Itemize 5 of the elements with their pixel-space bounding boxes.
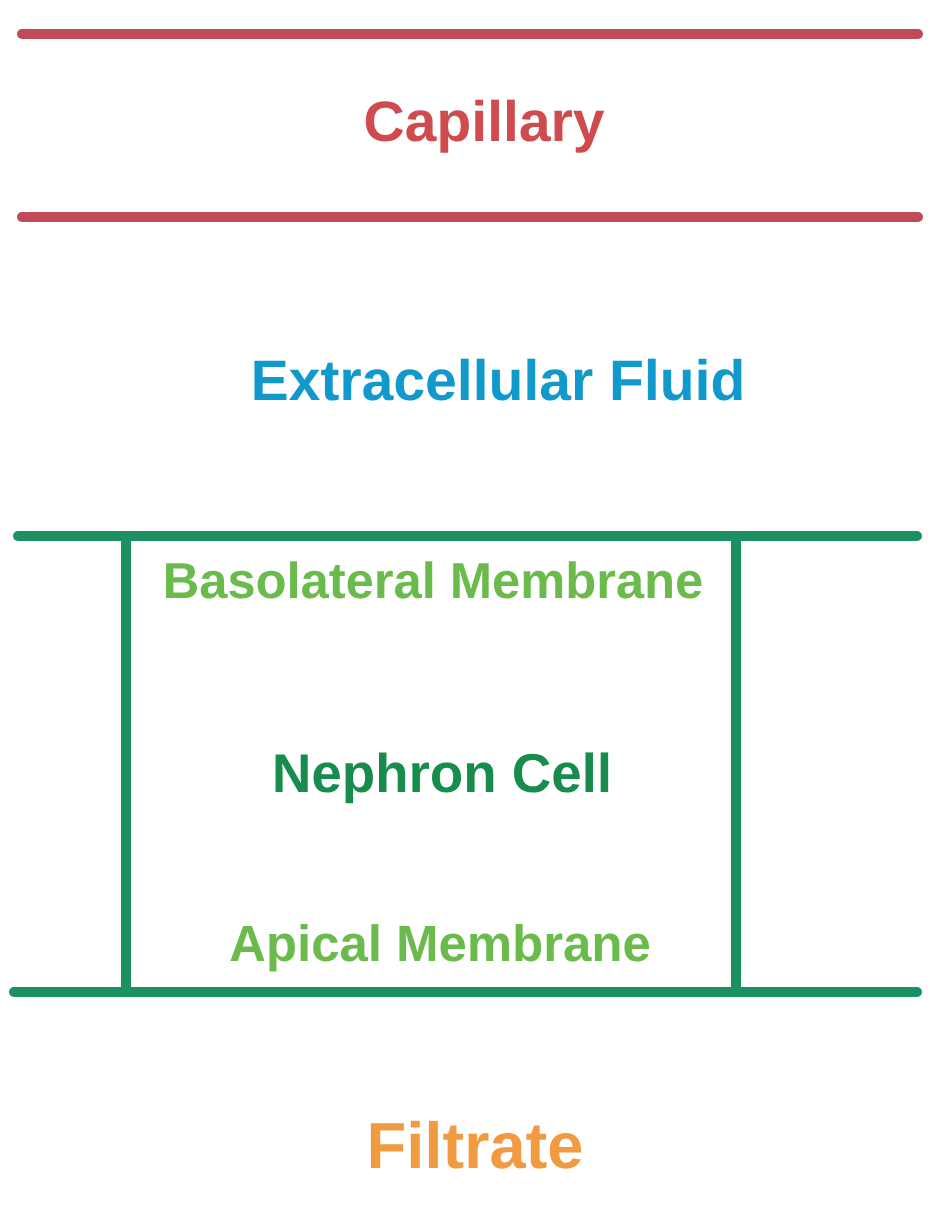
- membrane-label: Apical Membrane: [230, 924, 650, 972]
- capillary-band: Capillary: [17, 29, 923, 222]
- region-label: Filtrate: [370, 1120, 582, 1169]
- region-label: Extracellular Fluid: [254, 358, 742, 401]
- membrane-label: Basolateral Membrane: [166, 561, 702, 599]
